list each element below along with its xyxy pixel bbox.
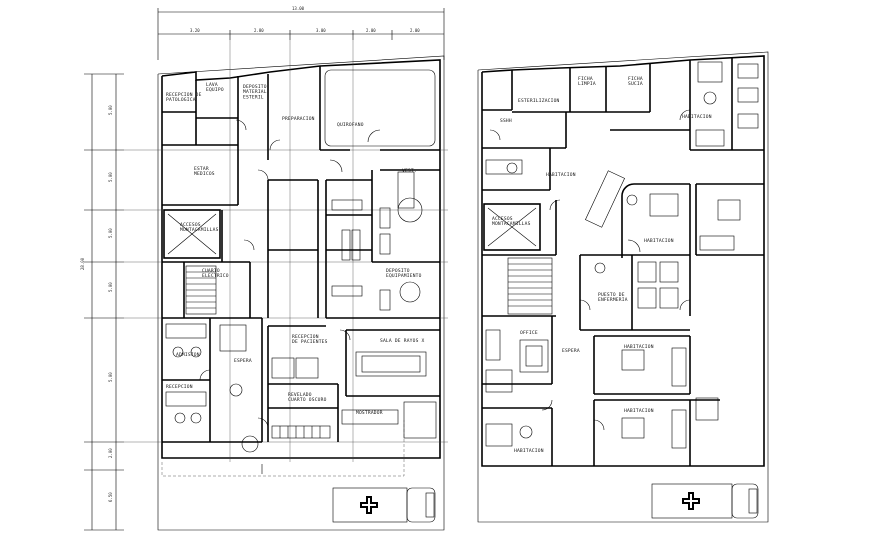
top-seg-3: 3.00	[316, 28, 326, 33]
ambulance-left	[332, 487, 436, 523]
label-recepcion: RECEPCION	[166, 384, 193, 390]
top-total-dim: 13.00	[292, 6, 305, 11]
label-office: OFFICE	[520, 330, 538, 336]
label-mostrador: MOSTRADOR	[356, 410, 383, 416]
left-dimension-chain: 28.00 5.00 5.00 5.00 5.00 5.00 2.00 6.50	[80, 73, 124, 531]
top-seg-4: 2.00	[366, 28, 376, 33]
left-seg-4: 5.00	[108, 282, 113, 292]
left-seg-3: 5.00	[108, 228, 113, 238]
label-espera: ESPERA	[234, 358, 252, 364]
left-seg-6: 2.00	[108, 448, 113, 458]
bottom-seg: 6.50	[108, 492, 113, 502]
left-seg-5: 5.00	[108, 372, 113, 382]
label-quirofano: QUIROFANO	[337, 122, 364, 128]
label-habitacion-1: HABITACION	[682, 114, 712, 120]
left-total-dim: 28.00	[80, 257, 85, 270]
label-preparacion: PREPARACION	[282, 116, 315, 122]
label-admision: ADMISION	[176, 352, 200, 358]
top-seg-2: 2.80	[254, 28, 264, 33]
left-seg-1: 5.00	[108, 105, 113, 115]
label-sala-rayos-x: SALA DE RAYOS X	[380, 338, 425, 344]
top-dimension-chain: 13.00 3.20 2.80 3.00 2.00 2.00	[157, 6, 445, 60]
left-seg-2: 5.00	[108, 172, 113, 182]
label-habitacion-3: HABITACION	[644, 238, 674, 244]
label-sshh: SSHH	[500, 118, 512, 124]
label-habitacion-2: HABITACION	[546, 172, 576, 178]
top-seg-1: 3.20	[190, 28, 200, 33]
top-seg-5: 2.00	[410, 28, 420, 33]
label-esterilizacion: ESTERILIZACION	[518, 98, 560, 104]
label-habitacion-5: HABITACION	[624, 408, 654, 414]
label-habitacion-6: HABITACION	[514, 448, 544, 454]
label-espera-right: ESPERA	[562, 348, 580, 354]
label-habitacion-4: HABITACION	[624, 344, 654, 350]
ambulance-right	[651, 483, 759, 519]
label-vest: VEST.	[402, 168, 417, 174]
